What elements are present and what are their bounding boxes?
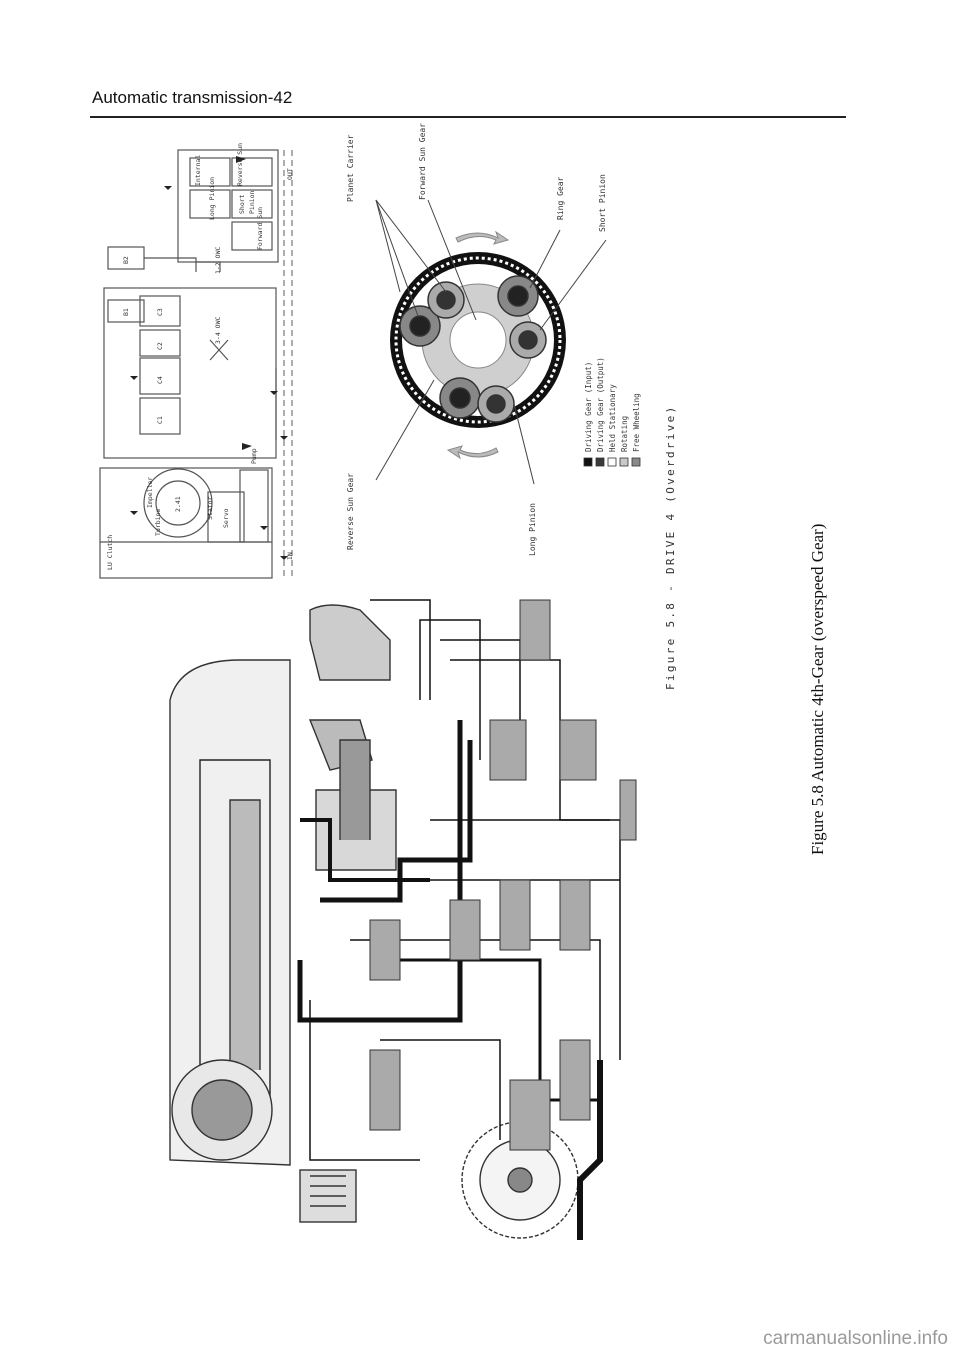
hydraulic-schematic: [99, 149, 293, 580]
header-rule: [90, 116, 846, 118]
legend-swatch-0: [583, 457, 593, 467]
legend-swatch-2: [607, 457, 617, 467]
figure-label: Figure 5.8 - DRIVE 4 (Overdrive): [664, 404, 677, 690]
figure-caption: Figure 5.8 Automatic 4th-Gear (overspeed…: [808, 523, 827, 855]
legend-swatch-1: [595, 457, 605, 467]
label-forward-sun-gear: Forward Sun Gear: [418, 122, 427, 200]
label-servo: Servo: [222, 508, 230, 528]
planetary-gearset: [375, 199, 607, 485]
label-brake-b2: B2: [122, 256, 130, 264]
legend-swatches: [583, 457, 641, 467]
label-out: OUT: [286, 168, 294, 180]
label-lu-clutch: LU Clutch: [106, 534, 114, 570]
label-one-way-1: 1-2 OWC: [214, 246, 222, 274]
label-box-long-pinion: Long Pinion: [208, 176, 216, 220]
rotation-arrows: [446, 230, 510, 460]
label-clutch-c3: C3: [156, 308, 164, 316]
clutch-packs: [139, 295, 181, 435]
label-box-short: Short: [238, 194, 246, 214]
label-ratio: 2.41: [174, 496, 182, 512]
label-ring-gear: Ring Gear: [556, 176, 565, 220]
label-impeller: Impeller: [146, 476, 154, 508]
label-pump: Pump: [250, 448, 258, 464]
label-planet-carrier: Planet Carrier: [346, 134, 355, 202]
label-one-way-2: 3-4 OWC: [214, 316, 222, 344]
label-turbine: Turbine: [154, 508, 162, 536]
valve-bodies: [369, 599, 637, 1151]
label-box-forward-sun: Forward Sun: [256, 206, 264, 250]
label-long-pinion: Long Pinion: [528, 503, 537, 556]
label-clutch-c1: C1: [156, 416, 164, 424]
label-clutch-c4: C4: [156, 376, 164, 384]
label-short-pinion: Short Pinion: [598, 174, 607, 232]
label-box-reverse-sun: Reverse Sun: [236, 142, 244, 186]
label-brake-b1: B1: [122, 308, 130, 316]
hydraulic-circuit: [169, 604, 579, 1239]
legend-swatch-4: [631, 457, 641, 467]
leader-lines: [375, 199, 607, 485]
pinion-gears: [399, 275, 547, 423]
legend-swatch-3: [619, 457, 629, 467]
legend-label-3: Rotating: [620, 415, 629, 452]
legend-label-1: Driving Gear (Output): [596, 357, 605, 452]
label-box-pinion: Pinion: [248, 190, 256, 214]
legend-label-4: Free Wheeling: [632, 393, 641, 452]
watermark: carmanualsonline.info: [763, 1328, 948, 1349]
label-stator: Stator: [206, 496, 214, 520]
flow-arrows: [130, 156, 288, 560]
page-header: Automatic transmission-42: [92, 88, 293, 107]
label-in: IN: [286, 552, 294, 560]
label-clutch-c2: C2: [156, 342, 164, 350]
label-reverse-sun-gear: Reverse Sun Gear: [346, 472, 355, 550]
label-box-internal: Internal: [194, 154, 202, 186]
legend-label-2: Held Stationary: [608, 384, 617, 452]
legend-label-0: Driving Gear (Input): [584, 361, 593, 452]
